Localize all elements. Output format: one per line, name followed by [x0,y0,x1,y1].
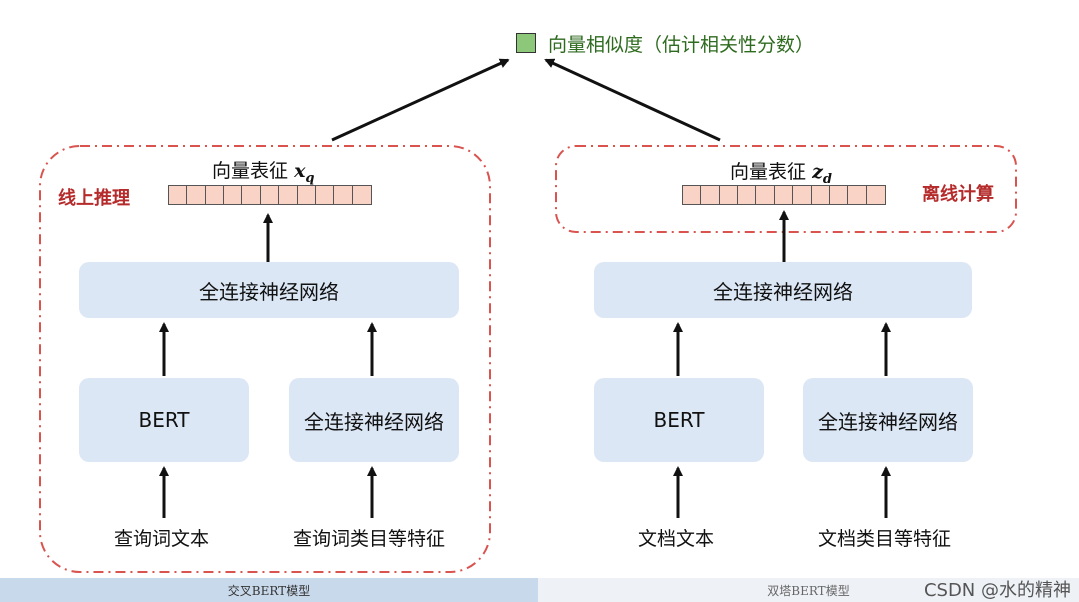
left-vector-symbol: xq [294,160,315,186]
left-input-query-features: 查询词类目等特征 [293,528,446,550]
left-vector-label: 向量表征 [212,160,289,182]
right-vector-title: 向量表征 zd [730,157,832,187]
footer-cross-bert-tab[interactable]: 交叉BERT模型 [0,578,538,602]
right-input-doc-features: 文档类目等特征 [818,528,952,550]
left-vector-embedding [168,185,372,205]
right-fc-top-label: 全连接神经网络 [713,279,853,304]
right-input-doc-text: 文档文本 [638,528,715,550]
right-fc-top-box: 全连接神经网络 [594,262,972,318]
left-fc-bottom-label: 全连接神经网络 [304,409,444,434]
right-vector-symbol: zd [812,161,832,187]
arrow-right-to-score [544,58,721,142]
right-fc-bottom-box: 全连接神经网络 [803,378,973,462]
right-vector-embedding [682,185,886,205]
online-inference-region [39,145,491,573]
footer-two-tower-bert-tab[interactable]: 双塔BERT模型 [538,578,1079,602]
right-bert-label: BERT [653,408,705,432]
left-bert-box: BERT [79,378,249,462]
offline-compute-label: 离线计算 [922,184,994,205]
right-bert-box: BERT [594,378,764,462]
online-inference-label: 线上推理 [58,188,130,209]
left-bert-label: BERT [138,408,190,432]
similarity-legend-square [516,33,536,53]
arrow-left-to-score [331,58,510,142]
right-fc-bottom-label: 全连接神经网络 [818,409,958,434]
left-fc-top-label: 全连接神经网络 [199,279,339,304]
left-fc-bottom-box: 全连接神经网络 [289,378,459,462]
left-input-query-text: 查询词文本 [114,528,210,550]
right-vector-label: 向量表征 [730,161,807,183]
csdn-watermark: CSDN @水的精神 [923,580,1071,601]
left-fc-top-box: 全连接神经网络 [79,262,459,318]
similarity-score-label: 向量相似度（估计相关性分数） [548,34,815,56]
left-vector-title: 向量表征 xq [212,156,314,186]
